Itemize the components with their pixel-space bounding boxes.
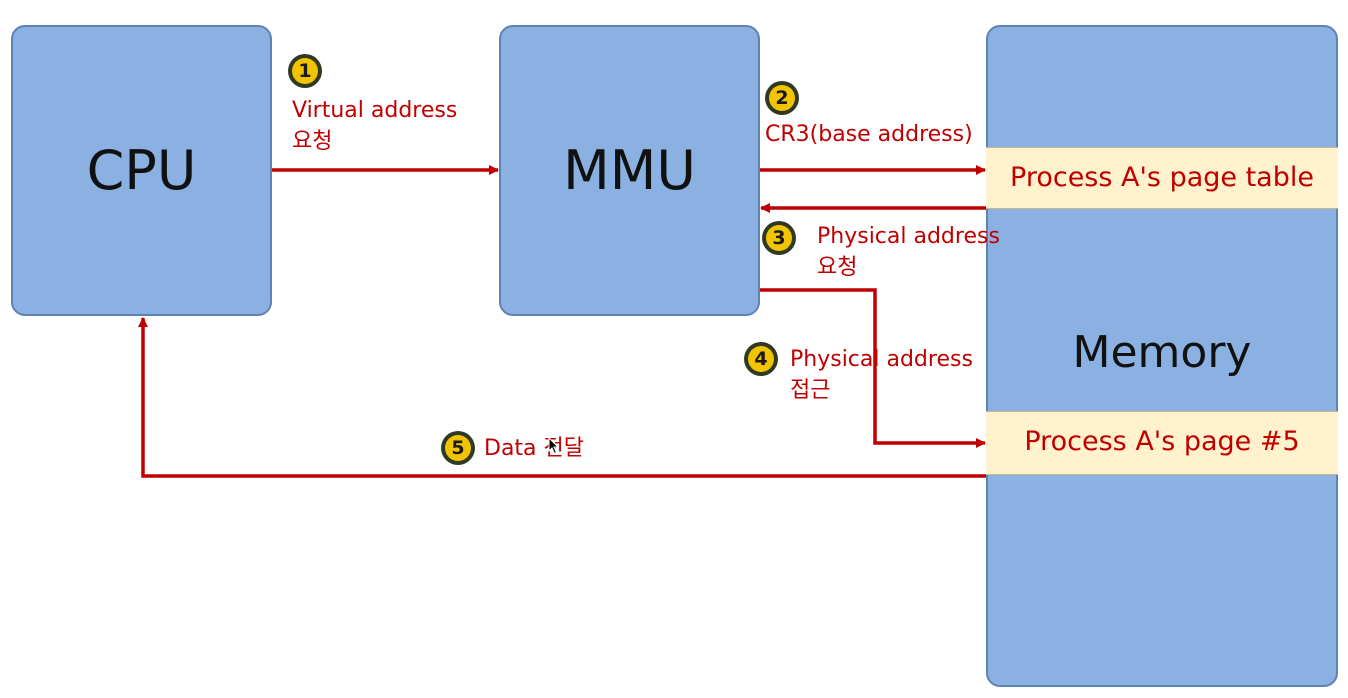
cpu-label: CPU (86, 139, 197, 202)
mouse-cursor-icon (548, 437, 560, 455)
step-1-badge: 1 (288, 54, 322, 88)
step-4-number: 4 (748, 346, 774, 372)
step-3-badge: 3 (762, 221, 796, 255)
step-3-sublabel: 요청 (817, 255, 858, 280)
step-4-sublabel: 접근 (790, 378, 831, 403)
memory-box: Memory (986, 25, 1338, 687)
step-5-label: Data 전달 (484, 436, 585, 461)
step-5-number: 5 (445, 435, 471, 461)
arrow-page5-to-cpu (138, 317, 994, 478)
page-table-entry: Process A's page table (986, 147, 1338, 209)
mmu-label: MMU (563, 139, 696, 202)
page5-entry: Process A's page #5 (986, 411, 1338, 475)
step-3-label: Physical address (817, 224, 1000, 249)
step-1-label: Virtual address (292, 98, 458, 123)
step-1-sublabel: 요청 (292, 129, 333, 154)
step-3-number: 3 (766, 225, 792, 251)
step-4-badge: 4 (744, 342, 778, 376)
cpu-box: CPU (11, 25, 272, 316)
step-2-number: 2 (769, 85, 795, 111)
memory-label: Memory (1072, 327, 1252, 378)
arrow-mmu-to-page5 (760, 288, 986, 448)
step-2-label: CR3(base address) (765, 122, 973, 147)
step-1-number: 1 (292, 58, 318, 84)
step-5-badge: 5 (441, 431, 475, 465)
step-2-badge: 2 (765, 81, 799, 115)
step-4-label: Physical address (790, 347, 973, 372)
mmu-box: MMU (499, 25, 760, 316)
